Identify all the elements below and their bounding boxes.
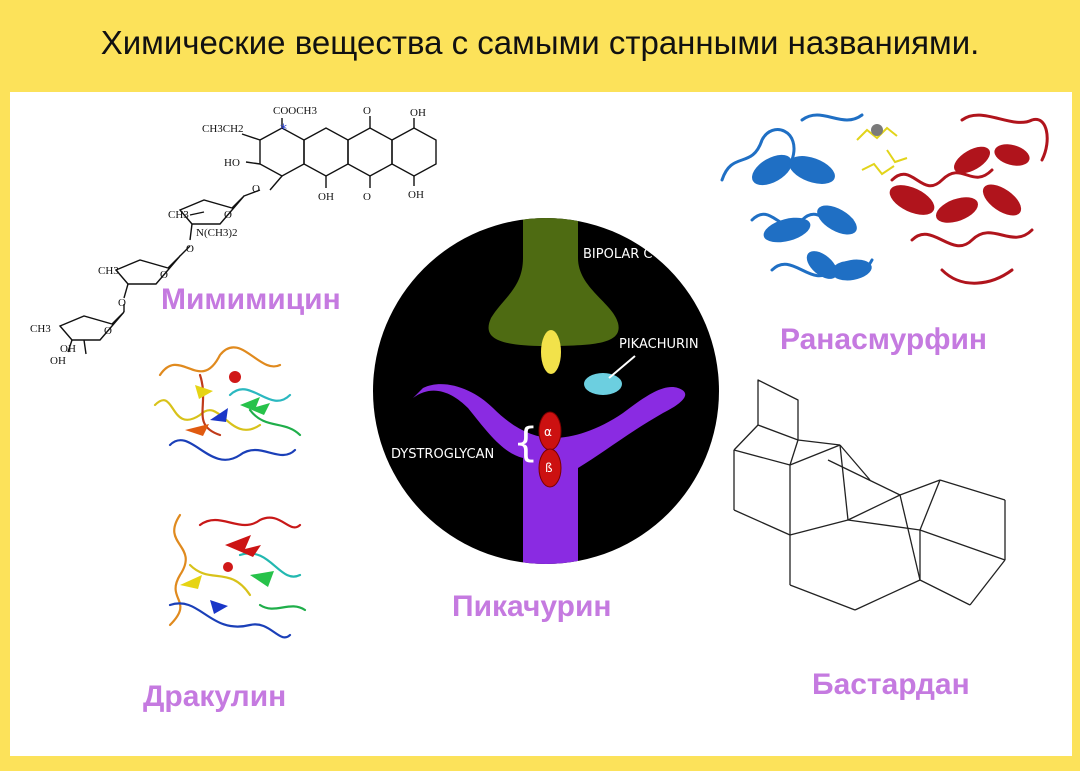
mimimicin-structure-image: COOCH3 * CH3CH2 HO O O OH OH OH O O CH3 … (30, 105, 437, 367)
pikachurin-diagram-label: PIKACHURIN (619, 337, 699, 352)
pikachurin-blob (584, 373, 622, 395)
alpha-label: α (544, 425, 552, 439)
o-ring3-label: O (104, 325, 112, 337)
oh-right-label: OH (408, 189, 424, 201)
chiral-star-label: * (280, 122, 287, 138)
bastardan-structure-image (733, 379, 1006, 611)
nch3-label: N(CH3)2 (196, 227, 238, 239)
ch3-b-label: CH3 (98, 265, 119, 277)
diagram-circle-background (373, 218, 719, 564)
ho-label: HO (224, 157, 240, 169)
cooch3-label: COOCH3 (273, 105, 318, 117)
o-ring2-label: O (160, 269, 168, 281)
ch3-a-label: CH3 (168, 209, 189, 221)
oh-top-label: OH (410, 107, 426, 119)
oh-b-label: OH (50, 355, 66, 367)
ch3ch2-label: CH3CH2 (202, 123, 244, 135)
o-link1-label: O (252, 183, 260, 195)
ch3-c-label: CH3 (30, 323, 51, 335)
o-ring1-label: O (224, 209, 232, 221)
drakulin-protein-image-top (153, 346, 302, 461)
yellow-oval (541, 330, 561, 374)
ranasmurfin-label: Ранасмурфин (780, 323, 988, 356)
page-title: Химические вещества с самыми странными н… (100, 24, 980, 61)
bastardan-label: Бастардан (812, 668, 970, 701)
mimimicin-label: Мимимицин (161, 283, 341, 316)
o-link2-label: O (186, 243, 194, 255)
ranasmurfin-protein-image (720, 113, 1049, 285)
o-bottom-label: O (363, 191, 371, 203)
beta-label: ß (545, 461, 553, 475)
drakulin-protein-image-bottom (168, 513, 307, 639)
beta-subunit (538, 448, 562, 488)
bipolar-cell-shape (488, 218, 619, 346)
brace-glyph: { (513, 420, 538, 466)
bipolar-label: BIPOLAR C (583, 247, 653, 262)
drakulin-label: Дракулин (143, 680, 287, 713)
pikachurin-diagram: α ß { BIPOLAR C PIKACHURIN DYSTROGLYCAN (373, 218, 719, 564)
o-top-label: O (363, 105, 371, 117)
dystroglycan-label: DYSTROGLYCAN (391, 447, 494, 462)
oh-a-label: OH (60, 343, 76, 355)
pikachurin-label: Пикачурин (452, 590, 612, 623)
oh-mid-label: OH (318, 191, 334, 203)
o-link3-label: O (118, 297, 126, 309)
